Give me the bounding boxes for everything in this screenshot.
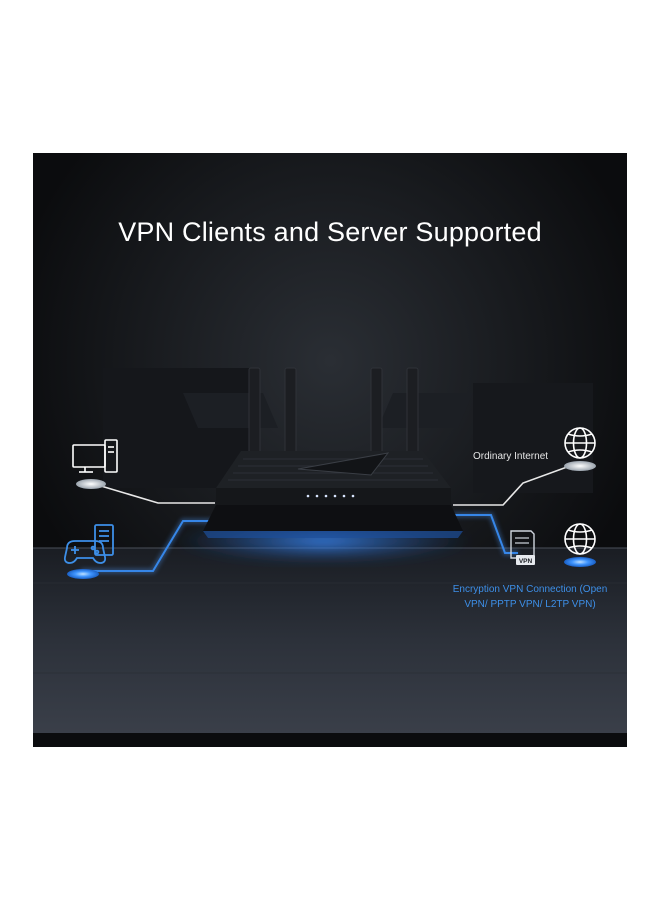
vpn-server-icon: VPN: [510, 530, 535, 565]
background-blocks: [103, 368, 593, 493]
desktop-computer-icon: [72, 439, 118, 473]
device-disc-blue: [67, 569, 99, 579]
globe-disc: [564, 461, 596, 471]
product-banner: VPN VPN Clients and Server Supported Ord…: [33, 153, 627, 747]
banner-title: VPN Clients and Server Supported: [118, 217, 542, 247]
vpn-badge: VPN: [519, 558, 533, 565]
floor: [33, 548, 627, 733]
ordinary-internet-label: Ordinary Internet: [473, 451, 549, 462]
game-controller-icon: [63, 524, 114, 564]
router-scene: VPN: [33, 153, 627, 747]
device-disc: [76, 479, 106, 489]
globe-icon: [564, 427, 596, 459]
globe-icon: [564, 523, 596, 555]
ordinary-internet-path: [90, 462, 579, 506]
router: [203, 367, 463, 538]
vpn-connection-label: Encryption VPN Connection (Open VPN/ PPT…: [452, 584, 608, 610]
globe-disc-blue: [564, 557, 596, 567]
